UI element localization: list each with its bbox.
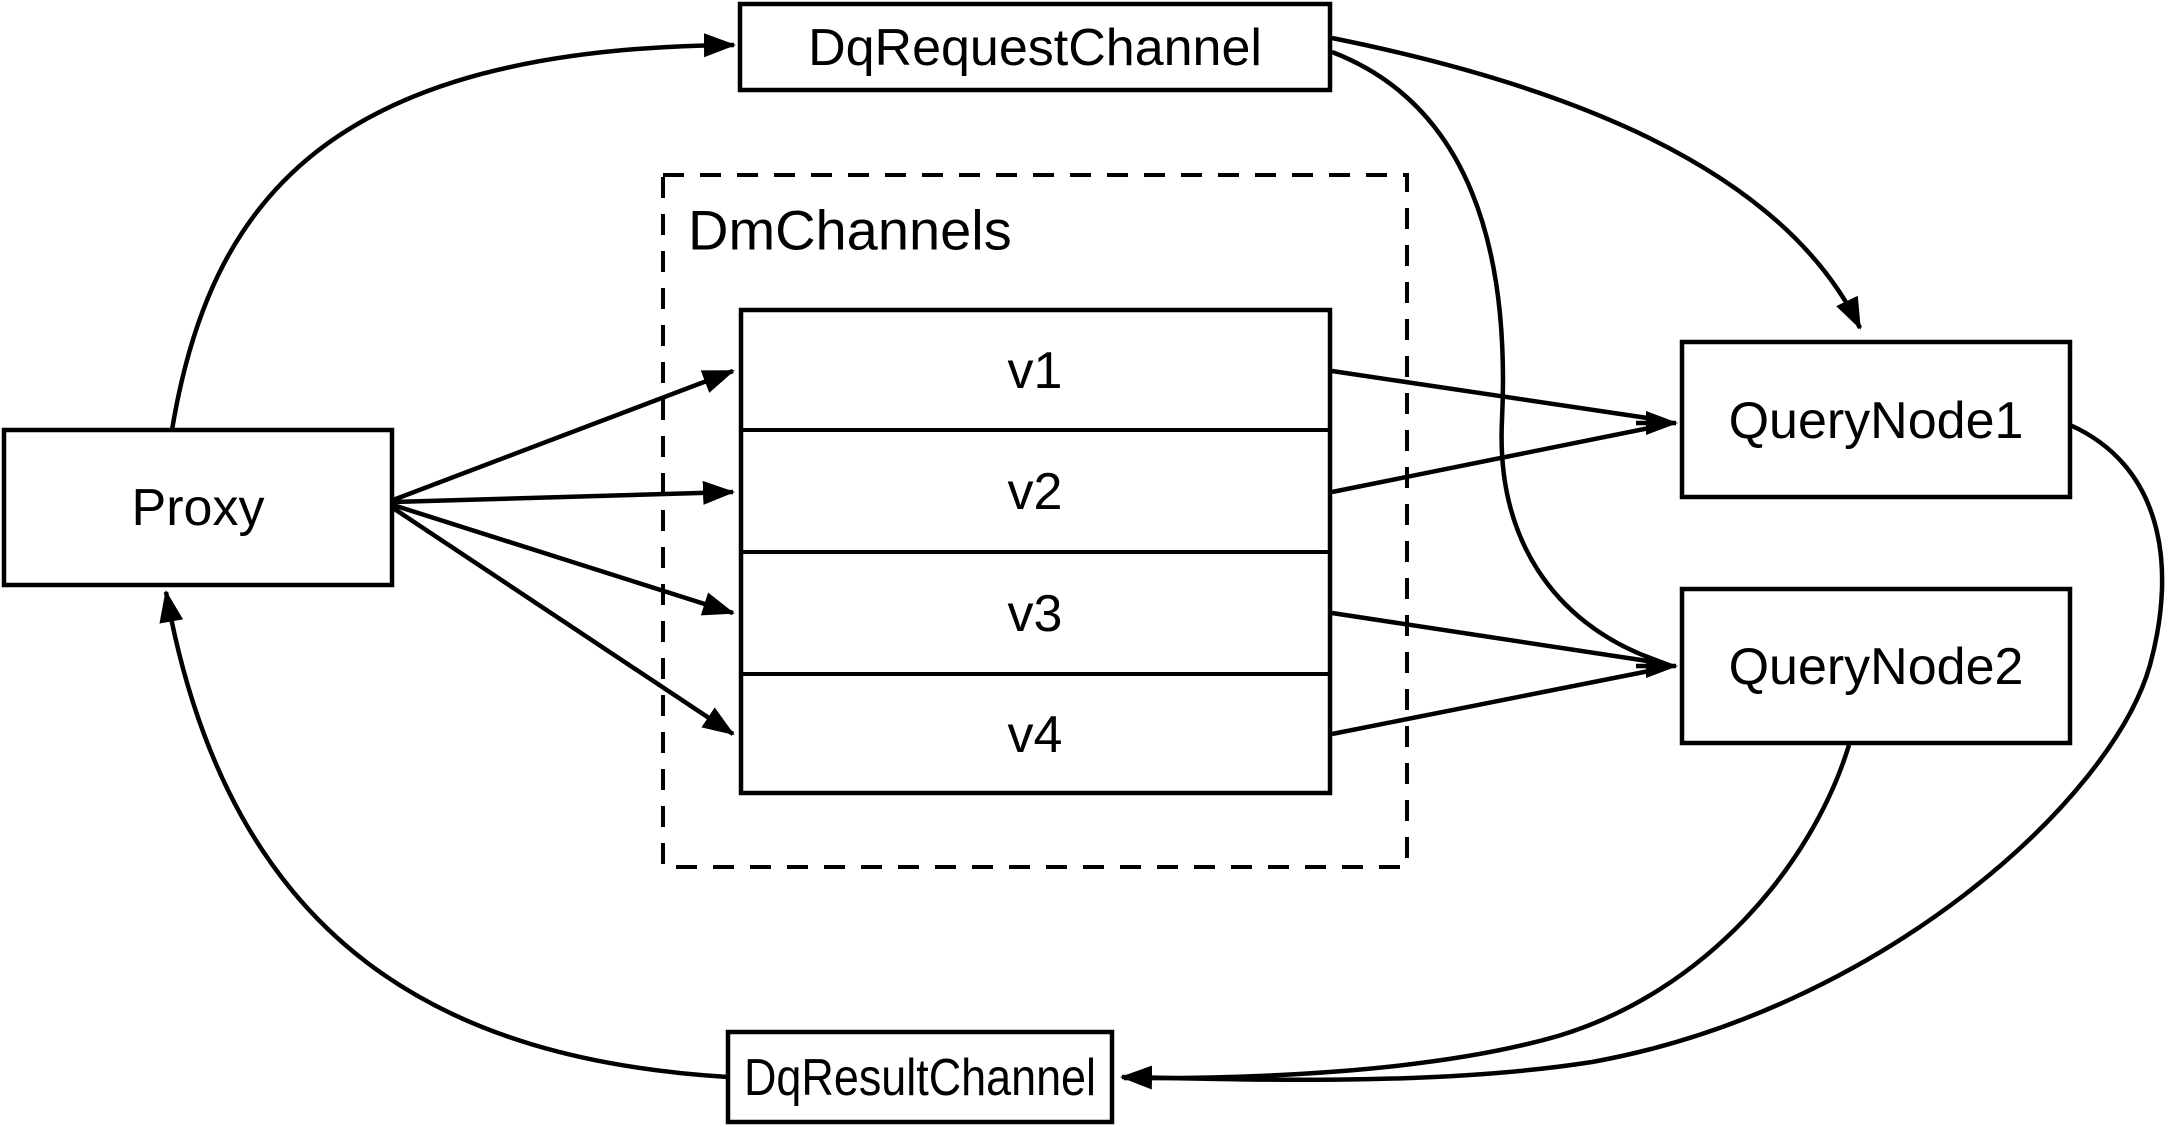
edge-dqresultchannel-to-proxy	[159, 590, 729, 1080]
edge-v1-to-querynode1	[1331, 368, 1655, 422]
edge-proxy-to-dqrequestchannel	[169, 33, 736, 431]
group-dmchannels: DmChannels v1 v2 v3 v4	[661, 173, 1409, 869]
channel-row-v2: v2	[1008, 463, 1063, 521]
node-proxy: Proxy	[1, 427, 395, 588]
dqresultchannel-box	[725, 1029, 1115, 1125]
edge-proxy-to-v1	[392, 368, 735, 503]
dmchannels-dashed-border	[661, 173, 1409, 869]
node-querynode1: QueryNode1	[1679, 339, 2073, 500]
edge-proxy-to-v3	[392, 502, 735, 616]
edges	[159, 33, 2165, 1090]
querynode1-box	[1679, 339, 2073, 500]
channel-table: v1 v2 v3 v4	[738, 307, 1333, 796]
dqresultchannel-label: DqResultChannel	[744, 1049, 1096, 1107]
querynode1-label: QueryNode1	[1729, 392, 2024, 450]
edge-v4-to-querynode2	[1331, 667, 1655, 737]
channel-row-v4: v4	[1008, 706, 1063, 764]
node-querynode2: QueryNode2	[1679, 586, 2073, 746]
edge-v3-to-querynode2	[1331, 610, 1655, 665]
channel-row-v1: v1	[1008, 342, 1063, 400]
node-dqresultchannel: DqResultChannel	[725, 1029, 1115, 1125]
edge-querynode1-to-dqresultchannel	[1120, 422, 2165, 1090]
edge-querynode2-to-dqresultchannel	[1123, 744, 1852, 1081]
edge-v2-to-querynode1	[1331, 424, 1655, 495]
node-dqrequestchannel: DqRequestChannel	[737, 1, 1333, 93]
edge-proxy-to-v4	[391, 506, 735, 736]
proxy-box	[1, 427, 395, 588]
proxy-label: Proxy	[132, 479, 265, 537]
dmchannels-label: DmChannels	[688, 199, 1012, 262]
querynode2-label: QueryNode2	[1729, 638, 2024, 696]
edge-dqrequestchannel-to-querynode2	[1331, 49, 1651, 661]
channel-row-v3: v3	[1008, 585, 1063, 643]
dqrequestchannel-label: DqRequestChannel	[808, 19, 1262, 77]
dqrequestchannel-box	[737, 1, 1333, 93]
edge-dqrequestchannel-to-querynode1	[1331, 35, 1863, 330]
querynode2-box	[1679, 586, 2073, 746]
edge-proxy-to-v2	[392, 480, 735, 505]
